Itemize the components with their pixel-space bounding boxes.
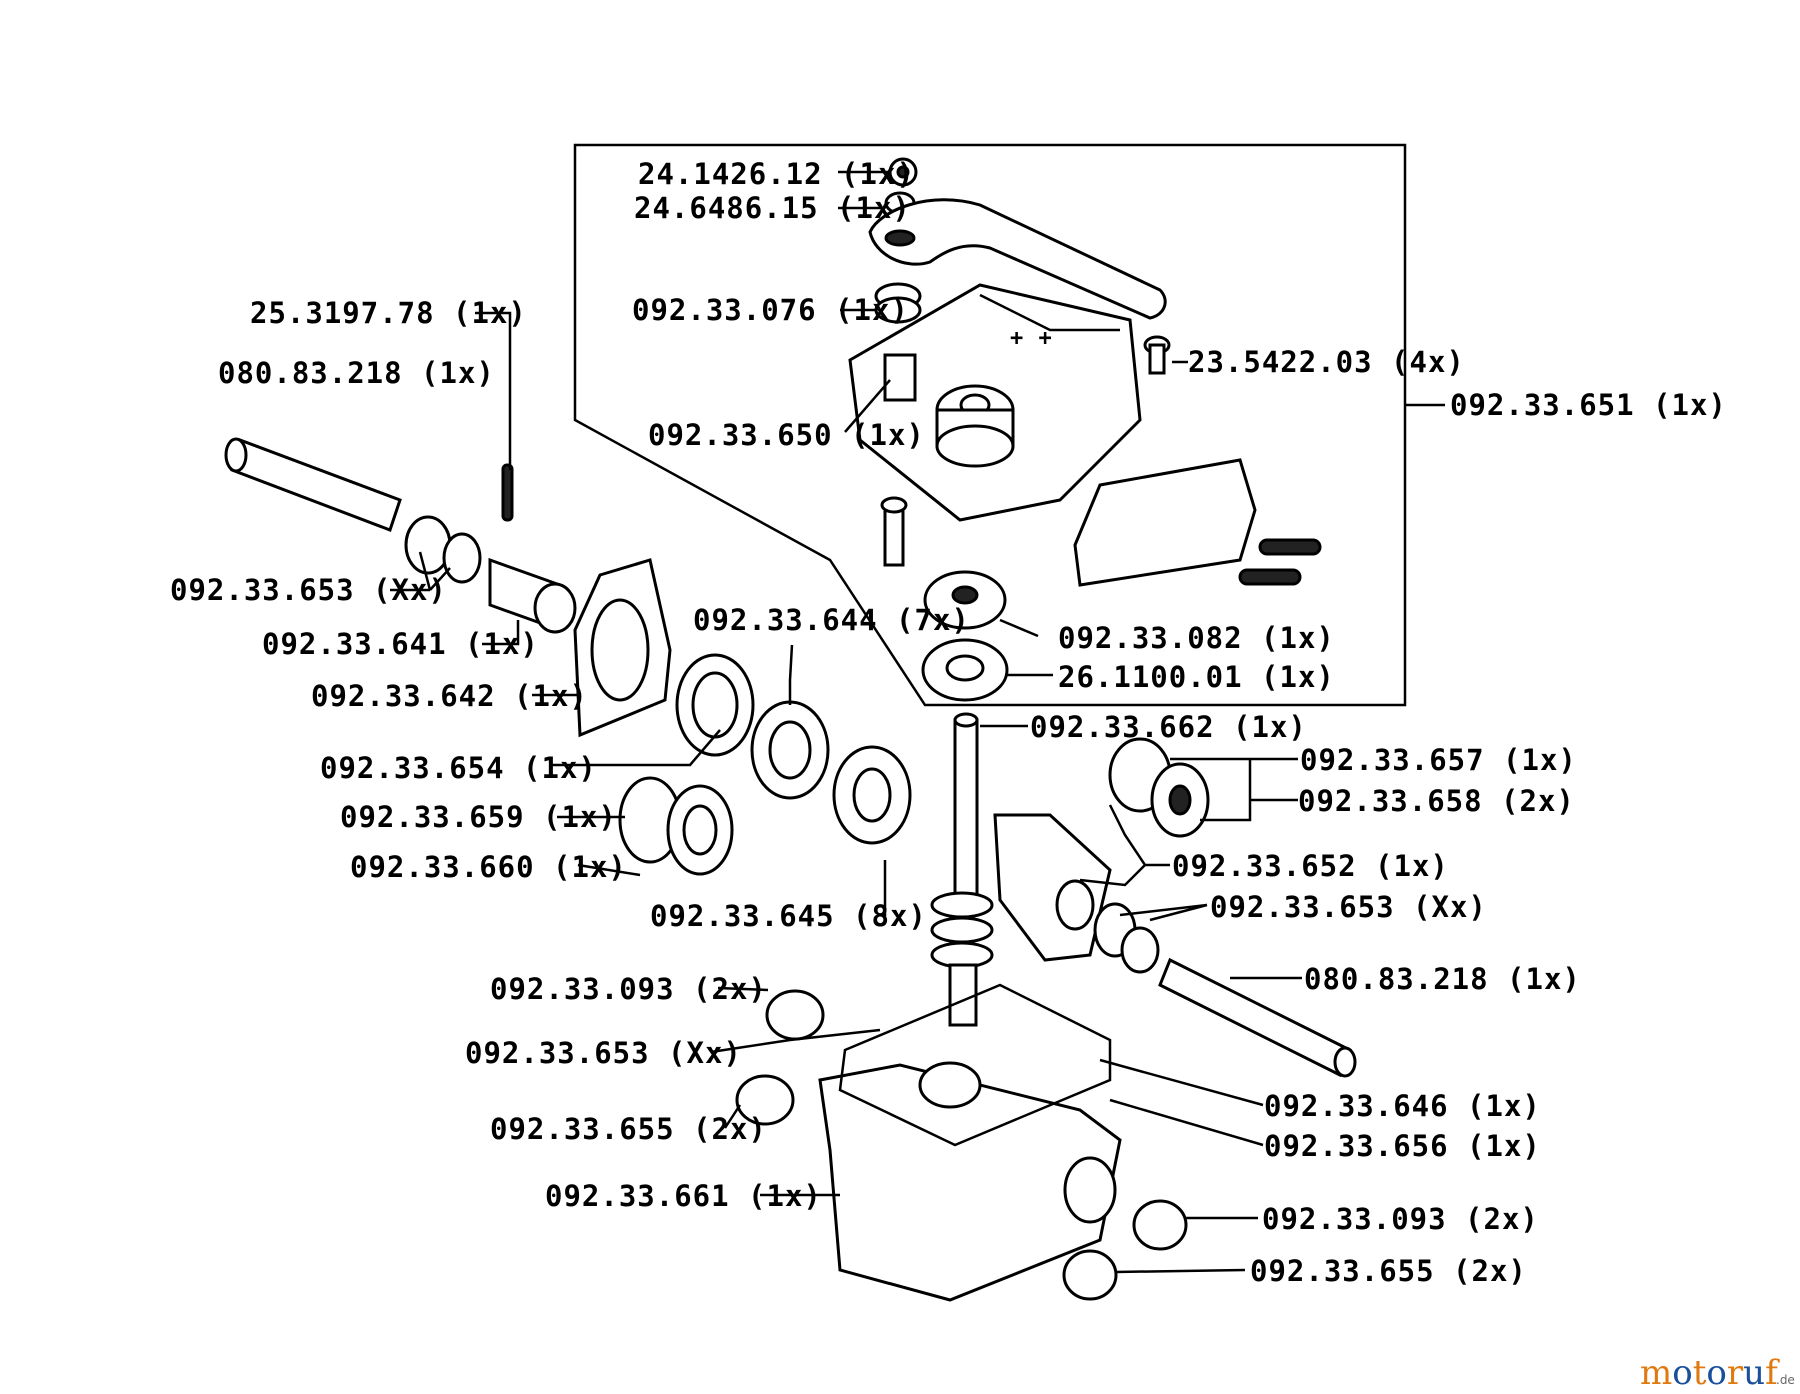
label-092-33-093-a: 092.33.093 (2x) — [490, 972, 767, 1006]
part-labels: 24.1426.12 (1x) 24.6486.15 (1x) 092.33.0… — [170, 157, 1727, 1288]
screw-part — [1143, 335, 1171, 375]
label-092-33-656: 092.33.656 (1x) — [1264, 1129, 1541, 1163]
spring-pin-part — [501, 463, 514, 522]
o-ring-part — [874, 282, 922, 324]
label-092-33-645: 092.33.645 (8x) — [650, 899, 927, 933]
label-092-33-651: 092.33.651 (1x) — [1450, 388, 1727, 422]
label-080-83-218-right: 080.83.218 (1x) — [1304, 962, 1581, 996]
label-26-1100-01: 26.1100.01 (1x) — [1058, 660, 1335, 694]
splined-sleeve-part — [488, 557, 577, 634]
label-092-33-644: 092.33.644 (7x) — [693, 603, 970, 637]
label-092-33-641: 092.33.641 (1x) — [262, 627, 539, 661]
label-092-33-660: 092.33.660 (1x) — [350, 850, 627, 884]
assembly-frame-outline — [573, 143, 1407, 707]
svg-text:+ +: + + — [1010, 326, 1053, 351]
label-092-33-082: 092.33.082 (1x) — [1058, 621, 1335, 655]
svg-text:motoruf: motoruf — [1640, 1353, 1780, 1393]
label-080-83-218-left: 080.83.218 (1x) — [218, 356, 495, 390]
label-092-33-655-a: 092.33.655 (2x) — [490, 1112, 767, 1146]
label-092-33-653-b: 092.33.653 (Xx) — [1210, 890, 1487, 924]
label-092-33-093-b: 092.33.093 (2x) — [1262, 1202, 1539, 1236]
nut-part — [888, 157, 918, 187]
watermark-logo: motoruf .de — [1640, 1353, 1795, 1393]
label-24-1426-12: 24.1426.12 (1x) — [638, 157, 915, 191]
label-092-33-654: 092.33.654 (1x) — [320, 751, 597, 785]
thrust-washer-part — [675, 653, 755, 757]
label-092-33-655-b: 092.33.655 (2x) — [1250, 1254, 1527, 1288]
label-092-33-653-c: 092.33.653 (Xx) — [465, 1036, 742, 1070]
bearing-upper-part — [935, 384, 1015, 468]
gearbox-housing-part — [818, 983, 1122, 1302]
label-092-33-661: 092.33.661 (1x) — [545, 1179, 822, 1213]
svg-text:.de: .de — [1776, 1373, 1795, 1387]
label-092-33-650: 092.33.650 (1x) — [648, 418, 925, 452]
label-092-33-658: 092.33.658 (2x) — [1298, 784, 1575, 818]
shift-lever-part — [868, 198, 1167, 320]
label-092-33-652: 092.33.652 (1x) — [1172, 849, 1449, 883]
gear-set-right-part — [1108, 737, 1210, 838]
worm-gear-part — [993, 813, 1112, 962]
label-24-6486-15: 24.6486.15 (1x) — [634, 191, 911, 225]
label-092-33-657: 092.33.657 (1x) — [1300, 743, 1577, 777]
splined-disc-part — [832, 745, 912, 845]
shift-plate-part — [1073, 458, 1257, 587]
worm-shaft-part — [930, 712, 994, 1027]
label-092-33-642: 092.33.642 (1x) — [311, 679, 588, 713]
friction-disc-part — [750, 700, 830, 800]
small-gear-top-part — [883, 353, 917, 402]
shim-washers-right-part — [1093, 902, 1160, 974]
input-shaft-left-part — [224, 437, 402, 532]
springs-part — [1238, 538, 1322, 586]
output-shaft-right-part — [1158, 957, 1357, 1078]
label-092-33-659: 092.33.659 (1x) — [340, 800, 617, 834]
ball-bearing-part — [921, 638, 1009, 702]
label-25-3197-78: 25.3197.78 (1x) — [250, 296, 527, 330]
pin-part — [880, 496, 908, 567]
leader-lines — [390, 170, 1445, 1274]
needle-bearing-left-part — [618, 776, 734, 876]
label-092-33-076: 092.33.076 (1x) — [632, 293, 909, 327]
label-23-5422-03: 23.5422.03 (4x) — [1188, 345, 1465, 379]
label-092-33-646: 092.33.646 (1x) — [1264, 1089, 1541, 1123]
shim-washers-left-part — [404, 515, 482, 584]
label-092-33-662: 092.33.662 (1x) — [1030, 710, 1307, 744]
roller-bearings-part — [735, 989, 1188, 1301]
label-092-33-653-a: 092.33.653 (Xx) — [170, 573, 447, 607]
pinion-gear-part — [923, 570, 1007, 630]
gasket-plate-part — [573, 558, 672, 738]
